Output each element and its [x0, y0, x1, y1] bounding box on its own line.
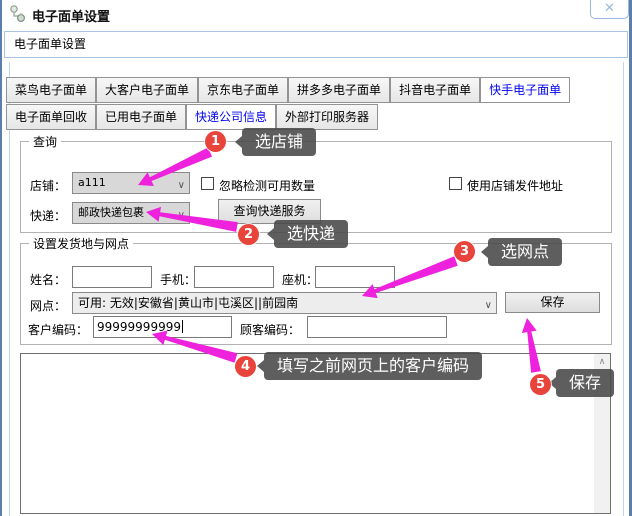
scroll-up-icon[interactable]: ∧ — [594, 354, 610, 371]
query-group-title: 查询 — [29, 133, 62, 150]
tab-waybill-recycle[interactable]: 电子面单回收 — [6, 104, 97, 130]
panel-border-left — [9, 62, 10, 516]
save-button[interactable]: 保存 — [505, 292, 600, 313]
page-title-bar: 电子面单设置 — [4, 31, 628, 58]
tab-major-client[interactable]: 大客户电子面单 — [96, 77, 199, 103]
chevron-down-icon: ∨ — [484, 300, 492, 311]
use-shop-address-checkbox[interactable] — [449, 177, 462, 190]
app-icon — [8, 4, 28, 24]
customer-code-label: 客户编码： — [28, 323, 89, 337]
tab-express-company-info[interactable]: 快递公司信息 — [186, 104, 277, 130]
vertical-scrollbar[interactable] — [594, 354, 610, 513]
customer-code-value: 99999999999 — [97, 320, 181, 334]
tab-kuaishou[interactable]: 快手电子面单 — [480, 77, 571, 103]
mobile-field[interactable] — [194, 266, 274, 288]
window-border-right — [629, 0, 632, 516]
express-select-value: 邮政快递包裹 — [78, 206, 144, 219]
customer-code-field[interactable]: 99999999999 — [93, 316, 232, 338]
text-caret — [181, 320, 183, 333]
outlet-label: 网点： — [30, 299, 67, 313]
tab-row-platforms: 菜鸟电子面单 大客户电子面单 京东电子面单 拼多多电子面单 抖音电子面单 快手电… — [6, 77, 571, 103]
buyer-code-field[interactable] — [307, 316, 447, 338]
window-border-left — [0, 0, 2, 516]
landline-label: 座机： — [282, 273, 319, 287]
close-button[interactable]: ✕ — [590, 0, 629, 19]
sender-outlet-group-title: 设置发货地与网点 — [29, 235, 134, 252]
shop-label: 店铺： — [30, 179, 67, 193]
title-bar: 电子面单设置 ✕ — [2, 0, 629, 28]
mobile-label: 手机： — [160, 273, 197, 287]
close-icon: ✕ — [604, 1, 615, 16]
tab-external-print-server[interactable]: 外部打印服务器 — [276, 104, 379, 130]
chevron-down-icon: ∨ — [177, 210, 185, 221]
panel-border-right — [623, 62, 624, 516]
express-select[interactable]: 邮政快递包裹 ∨ — [72, 202, 190, 224]
tab-douyin[interactable]: 抖音电子面单 — [390, 77, 481, 103]
use-shop-address-label: 使用店铺发件地址 — [467, 179, 564, 193]
shop-select[interactable]: a111 ∨ — [72, 172, 190, 194]
result-list-box[interactable] — [20, 353, 611, 514]
landline-field[interactable] — [315, 266, 395, 288]
tab-pdd[interactable]: 拼多多电子面单 — [288, 77, 391, 103]
tab-used-waybill[interactable]: 已用电子面单 — [96, 104, 187, 130]
ignore-check-checkbox[interactable] — [201, 177, 214, 190]
outlet-select-value: 可用: 无效|安徽省|黄山市|屯溪区||前园南 — [78, 296, 299, 310]
buyer-code-label: 顾客编码： — [240, 323, 301, 337]
name-label: 姓名： — [30, 273, 67, 287]
query-express-service-button[interactable]: 查询快递服务 — [218, 199, 321, 224]
tab-cainiao[interactable]: 菜鸟电子面单 — [6, 77, 97, 103]
name-field[interactable] — [72, 266, 152, 288]
ignore-check-label: 忽略检测可用数量 — [219, 179, 316, 193]
window-title: 电子面单设置 — [32, 10, 111, 25]
tab-jd[interactable]: 京东电子面单 — [198, 77, 289, 103]
express-label: 快递： — [30, 209, 67, 223]
shop-select-value: a111 — [78, 176, 106, 189]
page-title: 电子面单设置 — [14, 37, 87, 51]
chevron-down-icon: ∨ — [177, 180, 185, 191]
tab-row-functions: 电子面单回收 已用电子面单 快递公司信息 外部打印服务器 — [6, 104, 379, 130]
outlet-select[interactable]: 可用: 无效|安徽省|黄山市|屯溪区||前园南 ∨ — [72, 292, 497, 314]
